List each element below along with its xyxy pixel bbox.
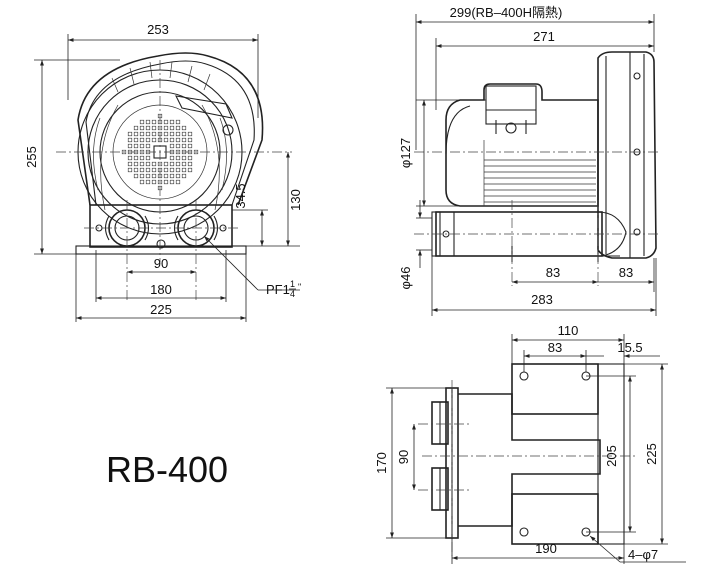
dim-255: 255 (24, 146, 39, 168)
dim-15-5: 15.5 (617, 340, 642, 355)
dim-170: 170 (374, 452, 389, 474)
dim-190: 190 (535, 541, 557, 556)
side-dimensions: 299(RB–400H隔熱) 271 φ127 φ46 83 83 283 (398, 5, 657, 316)
dim-283: 283 (531, 292, 553, 307)
front-view (56, 52, 292, 300)
dim-83-left: 83 (546, 265, 560, 280)
dim-253: 253 (147, 22, 169, 37)
top-dimensions: 110 83 15.5 170 90 205 225 190 (374, 323, 686, 564)
dim-225-front: 225 (150, 302, 172, 317)
motor-fins (483, 140, 596, 206)
model-label: RB-400 (106, 449, 228, 490)
dim-phi46: φ46 (398, 267, 413, 290)
dim-90: 90 (154, 256, 168, 271)
dim-205: 205 (604, 445, 619, 467)
dim-83-right: 83 (619, 265, 633, 280)
dim-83-top: 83 (548, 340, 562, 355)
port-thread-label: PF1 (266, 282, 290, 297)
port-thread-num: 1 (290, 279, 295, 289)
dim-130: 130 (288, 189, 303, 211)
port-thread-unit: " (298, 282, 301, 292)
dim-110: 110 (558, 323, 579, 338)
side-view (414, 51, 660, 286)
dim-225-top: 225 (644, 443, 659, 465)
dim-phi127: φ127 (398, 138, 413, 168)
dim-299: 299(RB–400H隔熱) (450, 5, 563, 20)
dim-271: 271 (533, 29, 555, 44)
dim-90-top: 90 (396, 450, 411, 464)
dim-180: 180 (150, 282, 172, 297)
fan-grille (121, 113, 199, 191)
hole-spec-label: 4–φ7 (628, 547, 658, 562)
dim-34-5: 34.5 (233, 183, 248, 208)
port-thread-den: 4 (290, 289, 295, 299)
front-dimensions: 253 255 34.5 130 90 180 225 PF1 1 4 " (24, 22, 303, 322)
